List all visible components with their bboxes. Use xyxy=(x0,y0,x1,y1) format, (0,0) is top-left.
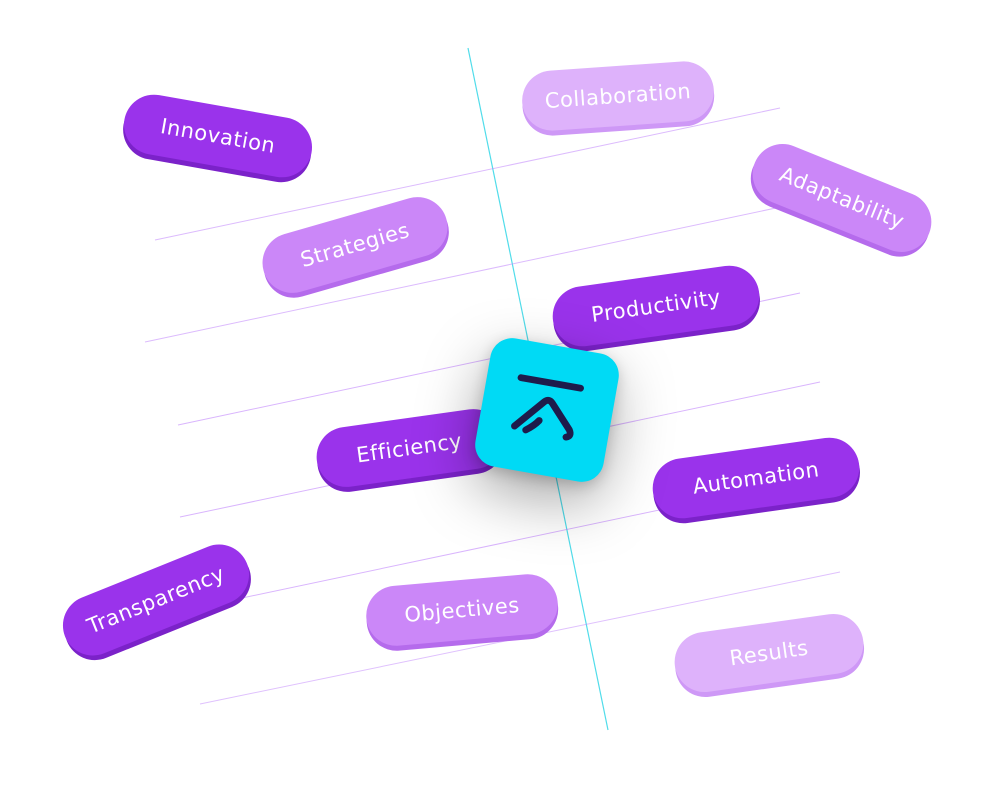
diagonal-guide-line xyxy=(144,204,791,343)
pill-label: Objectives xyxy=(403,593,521,627)
arrow-up-mark-icon xyxy=(511,374,584,441)
pill-label: Strategies xyxy=(297,217,413,273)
pill-label: Collaboration xyxy=(544,78,692,114)
pill-label: Automation xyxy=(691,457,821,499)
pill-label: Innovation xyxy=(158,114,278,158)
logo-tile xyxy=(471,334,623,486)
pill-label: Efficiency xyxy=(354,428,464,468)
pill-label: Results xyxy=(728,635,810,671)
diagonal-guide-line xyxy=(154,107,781,241)
diagonal-guide-line xyxy=(199,571,841,705)
pill-label: Productivity xyxy=(589,285,723,327)
